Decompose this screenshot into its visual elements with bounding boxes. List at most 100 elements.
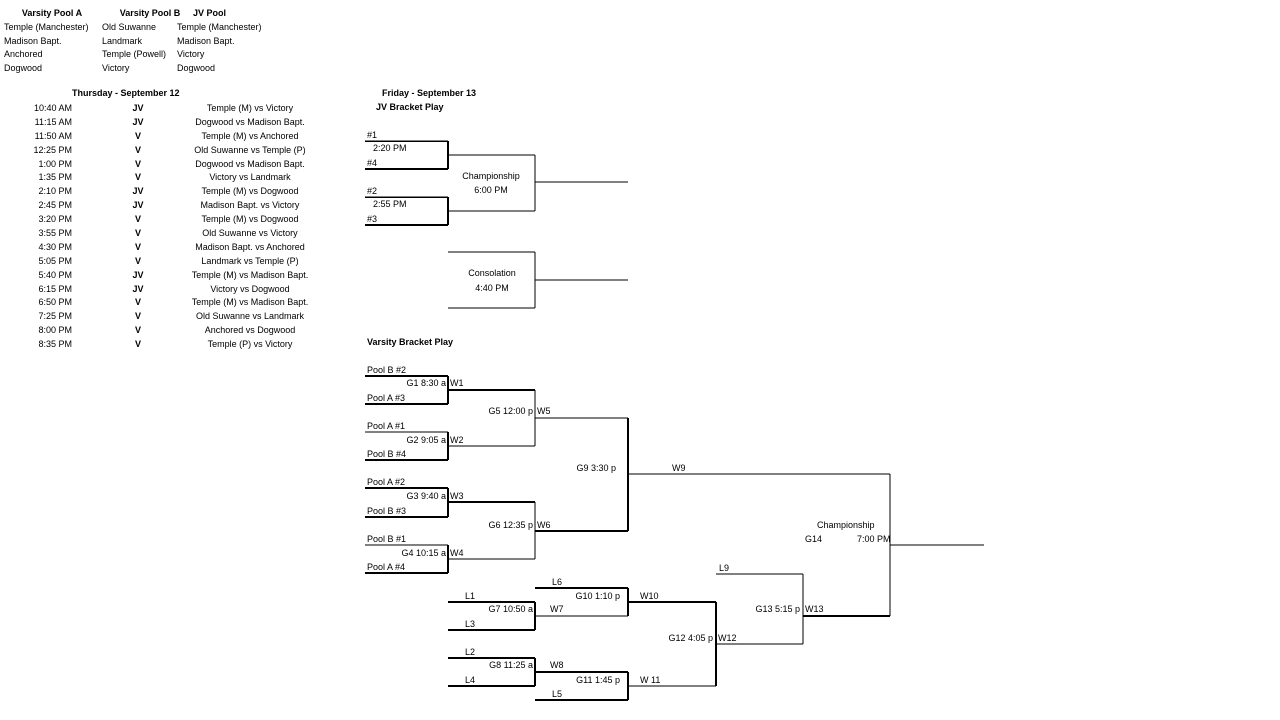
pool-team: Temple (Manchester) xyxy=(177,22,262,32)
schedule-time: 2:45 PM xyxy=(38,200,72,211)
bracket-seed: L1 xyxy=(465,591,476,601)
bracket-game: G11 1:45 p xyxy=(576,675,620,685)
pool-team: Anchored xyxy=(4,49,43,59)
bracket-seed: Pool B #3 xyxy=(367,506,407,516)
bracket-seed: L4 xyxy=(465,675,476,685)
bracket-winner: W 11 xyxy=(640,675,661,685)
schedule-division: JV xyxy=(132,103,144,113)
schedule-division: V xyxy=(134,297,141,308)
schedule-matchup: Old Suwanne vs Landmark xyxy=(195,311,305,322)
thursday-title: Thursday - September 12 xyxy=(72,88,180,98)
schedule-time: 11:50 AM xyxy=(34,130,72,141)
bracket-winner: W2 xyxy=(450,435,464,445)
schedule-row: 6:50 PM V Temple (M) vs Madison Bapt. xyxy=(0,296,330,310)
pool-header: JV Pool xyxy=(193,8,227,18)
bracket-winner: W6 xyxy=(537,520,551,530)
bracket-game: G13 5:15 p xyxy=(755,604,800,614)
jv-championship-label: Championship xyxy=(462,171,520,181)
pool-varsity-b: Varsity Pool B Old Suwanne Landmark Temp… xyxy=(102,7,198,75)
schedule-time: 1:00 PM xyxy=(38,158,72,169)
schedule-time: 8:00 PM xyxy=(38,325,72,336)
schedule-division: V xyxy=(134,172,141,183)
schedule-division: V xyxy=(134,144,141,155)
schedule-matchup: Temple (M) vs Madison Bapt. xyxy=(191,297,309,308)
schedule-matchup: Landmark vs Temple (P) xyxy=(201,255,299,266)
schedule-division: V xyxy=(134,214,141,225)
bracket-seed: L6 xyxy=(552,577,563,587)
schedule-division: V xyxy=(134,241,141,252)
friday-title: Friday - September 13 xyxy=(382,88,477,98)
bracket-seed: L3 xyxy=(465,619,476,629)
bracket-winner: W7 xyxy=(550,604,564,614)
schedule-division: JV xyxy=(132,283,144,294)
bracket-winner: W13 xyxy=(805,604,824,614)
schedule-matchup: Temple (M) vs Dogwood xyxy=(201,186,299,197)
schedule-row: 3:20 PM V Temple (M) vs Dogwood xyxy=(0,213,330,227)
bracket-seed: Pool A #3 xyxy=(367,393,406,403)
pool-varsity-a: Varsity Pool A Temple (Manchester) Madis… xyxy=(4,7,100,75)
jv-consolation-time: 4:40 PM xyxy=(475,283,509,293)
pool-team: Madison Bapt. xyxy=(4,35,62,46)
schedule-time: 5:40 PM xyxy=(38,269,72,280)
pool-team: Madison Bapt. xyxy=(177,35,235,46)
bracket-winner: W8 xyxy=(550,660,564,670)
schedule-division: JV xyxy=(132,269,144,280)
bracket-winner: W12 xyxy=(718,633,737,643)
pool-team: Temple (Manchester) xyxy=(4,22,89,32)
jv-seed-4: #4 xyxy=(367,158,378,168)
pool-team: Landmark xyxy=(102,35,143,46)
bracket-seed: L5 xyxy=(552,689,563,699)
jv-game2-time: 2:55 PM xyxy=(373,199,407,209)
jv-seed-3: #3 xyxy=(367,214,378,224)
schedule-matchup: Madison Bapt. vs Anchored xyxy=(195,241,305,252)
bracket-game: G9 3:30 p xyxy=(576,463,616,473)
schedule-time: 6:15 PM xyxy=(38,283,72,294)
bracket-game: G6 12:35 p xyxy=(488,520,533,530)
bracket-seed: Pool A #1 xyxy=(367,421,406,431)
schedule-division: JV xyxy=(132,116,144,127)
schedule-division: JV xyxy=(132,186,144,197)
bracket-game: G7 10:50 a xyxy=(488,604,533,614)
jv-bracket-title: JV Bracket Play xyxy=(376,102,444,112)
schedule-division: JV xyxy=(132,200,144,211)
jv-game1-time: 2:20 PM xyxy=(373,143,407,153)
schedule-division: V xyxy=(134,255,141,266)
pool-team: Dogwood xyxy=(4,62,43,73)
bracket-game: G4 10:15 a xyxy=(401,548,446,558)
schedule-time: 5:05 PM xyxy=(38,255,72,266)
pool-team: Dogwood xyxy=(177,62,216,73)
schedule-matchup: Old Suwanne vs Victory xyxy=(202,228,298,239)
schedule-time: 3:20 PM xyxy=(38,214,72,225)
jv-consolation-label: Consolation xyxy=(468,268,516,278)
schedule-row: 2:10 PM JV Temple (M) vs Dogwood xyxy=(0,185,330,199)
schedule-matchup: Temple (M) vs Anchored xyxy=(201,130,299,141)
bracket-winner: W10 xyxy=(640,591,659,601)
varsity-bracket-title: Varsity Bracket Play xyxy=(367,337,454,347)
pool-team: Victory xyxy=(177,49,205,59)
bracket-game: G8 11:25 a xyxy=(489,660,533,670)
schedule-division: V xyxy=(134,158,141,169)
schedule-matchup: Madison Bapt. vs Victory xyxy=(200,200,300,211)
jv-seed-2: #2 xyxy=(367,186,378,196)
schedule-time: 6:50 PM xyxy=(38,297,72,308)
schedule-matchup: Temple (P) vs Victory xyxy=(207,339,293,350)
schedule-time: 2:10 PM xyxy=(38,186,72,197)
bracket-seed: Pool A #4 xyxy=(367,562,406,572)
schedule-division: V xyxy=(134,339,141,350)
schedule-row: 5:05 PM V Landmark vs Temple (P) xyxy=(0,255,330,269)
bracket-game: G5 12:00 p xyxy=(488,406,533,416)
schedule-time: 1:35 PM xyxy=(38,172,72,183)
championship-game: G14 xyxy=(805,534,823,544)
schedule-matchup: Temple (M) vs Dogwood xyxy=(201,214,299,225)
